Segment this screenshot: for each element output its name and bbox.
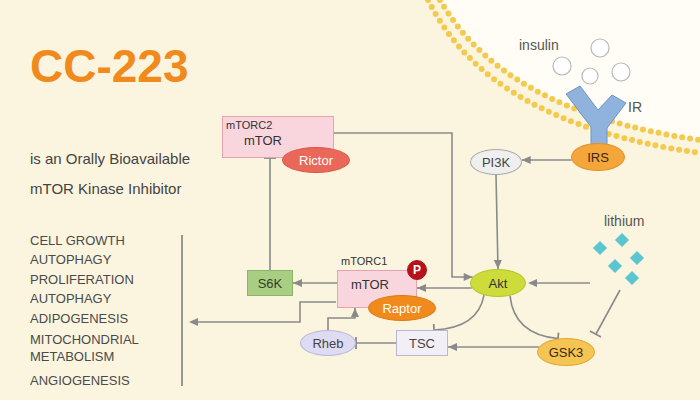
list-item: AUTOPHAGY xyxy=(30,251,111,268)
ellipse-node: Rictor xyxy=(282,147,350,173)
node-label: TSC xyxy=(409,336,435,351)
inhibit-bar xyxy=(590,331,601,337)
list-item: PROLIFERATION xyxy=(30,271,134,288)
ion-diamond xyxy=(615,233,629,247)
connector-line xyxy=(434,295,484,330)
connector-line xyxy=(448,346,539,348)
node-label: Rictor xyxy=(299,153,333,168)
list-bracket xyxy=(181,235,183,386)
arrow-head xyxy=(448,343,457,351)
node-label: Rheb xyxy=(312,336,343,351)
node-label: P xyxy=(413,263,421,278)
box-node: S6K xyxy=(247,270,293,296)
box-node: mTORC2mTORRictor xyxy=(222,116,334,158)
insulin-ball xyxy=(612,63,630,81)
connector-line xyxy=(356,342,396,344)
complex-name: mTORC2 xyxy=(226,118,272,133)
box-node: TSC xyxy=(396,330,448,356)
ellipse-node: GSK3 xyxy=(537,338,595,366)
lithium-arrow xyxy=(536,282,590,284)
title: CC-223 xyxy=(30,40,189,92)
connector-line xyxy=(510,296,558,339)
connector xyxy=(293,279,337,287)
membrane-inner xyxy=(428,0,700,153)
connector xyxy=(264,158,276,270)
connector-line xyxy=(496,175,498,269)
node-label: mTOR xyxy=(223,133,303,148)
complex-name: mTORC1 xyxy=(341,254,387,269)
ellipse-node: Raptor xyxy=(368,295,436,321)
arrow-head xyxy=(189,318,198,326)
ion-diamond xyxy=(625,271,639,285)
list-item: MITOCHONDRIAL METABOLISM xyxy=(30,331,170,365)
arrow-head xyxy=(494,260,502,269)
ellipse-node: P xyxy=(407,260,427,280)
node-label: PI3K xyxy=(482,155,510,170)
connector xyxy=(328,308,359,330)
ellipse-node: Akt xyxy=(470,269,526,297)
ion-diamond xyxy=(593,241,607,255)
subtitle: is an Orally Bioavailable xyxy=(30,149,190,168)
connector xyxy=(510,296,559,345)
node-label: Raptor xyxy=(382,301,421,316)
arrow-head xyxy=(351,308,359,317)
connector xyxy=(334,133,473,281)
connector xyxy=(356,337,396,349)
node-label: GSK3 xyxy=(549,345,584,360)
ellipse-node: IRS xyxy=(571,143,625,171)
ion-diamond xyxy=(630,251,644,265)
insulin-ball xyxy=(591,39,609,57)
node-label: S6K xyxy=(258,276,283,291)
connector-line xyxy=(269,158,271,270)
ellipse-node: Rheb xyxy=(300,330,356,356)
connector xyxy=(417,284,472,292)
connector xyxy=(494,175,502,269)
node-label: mTOR xyxy=(338,277,402,292)
connector xyxy=(522,156,572,164)
box-node: mTORC1mTORPRaptor xyxy=(337,270,417,308)
list-item: ADIPOGENESIS xyxy=(30,310,128,327)
connector-line xyxy=(334,133,473,277)
lithium-inhibit xyxy=(596,290,620,334)
arrow-head xyxy=(417,284,426,292)
connector-line xyxy=(328,308,355,330)
receptor-symbol xyxy=(566,86,626,148)
connector xyxy=(448,343,539,351)
node-label: IRS xyxy=(587,150,609,165)
arrow-head xyxy=(528,279,537,287)
molecule-label: IR xyxy=(628,98,642,116)
subtitle: mTOR Kinase Inhibitor xyxy=(30,179,181,198)
molecule-label: insulin xyxy=(519,36,559,54)
arrow-head xyxy=(293,279,302,287)
ion-diamond xyxy=(608,259,622,273)
lithium-ions xyxy=(593,233,644,285)
node-label: Akt xyxy=(489,276,508,291)
molecule-label: lithium xyxy=(604,212,644,230)
output-arrow xyxy=(198,302,336,322)
insulin-ball xyxy=(582,68,598,84)
arrow-head xyxy=(522,156,531,164)
ellipse-node: PI3K xyxy=(470,149,522,175)
list-item: CELL GROWTH xyxy=(30,232,125,249)
list-item: ANGIOGENESIS xyxy=(30,372,130,389)
list-item: AUTOPHAGY xyxy=(30,290,111,307)
insulin-ball xyxy=(553,57,571,75)
insulin-molecules xyxy=(553,39,630,84)
